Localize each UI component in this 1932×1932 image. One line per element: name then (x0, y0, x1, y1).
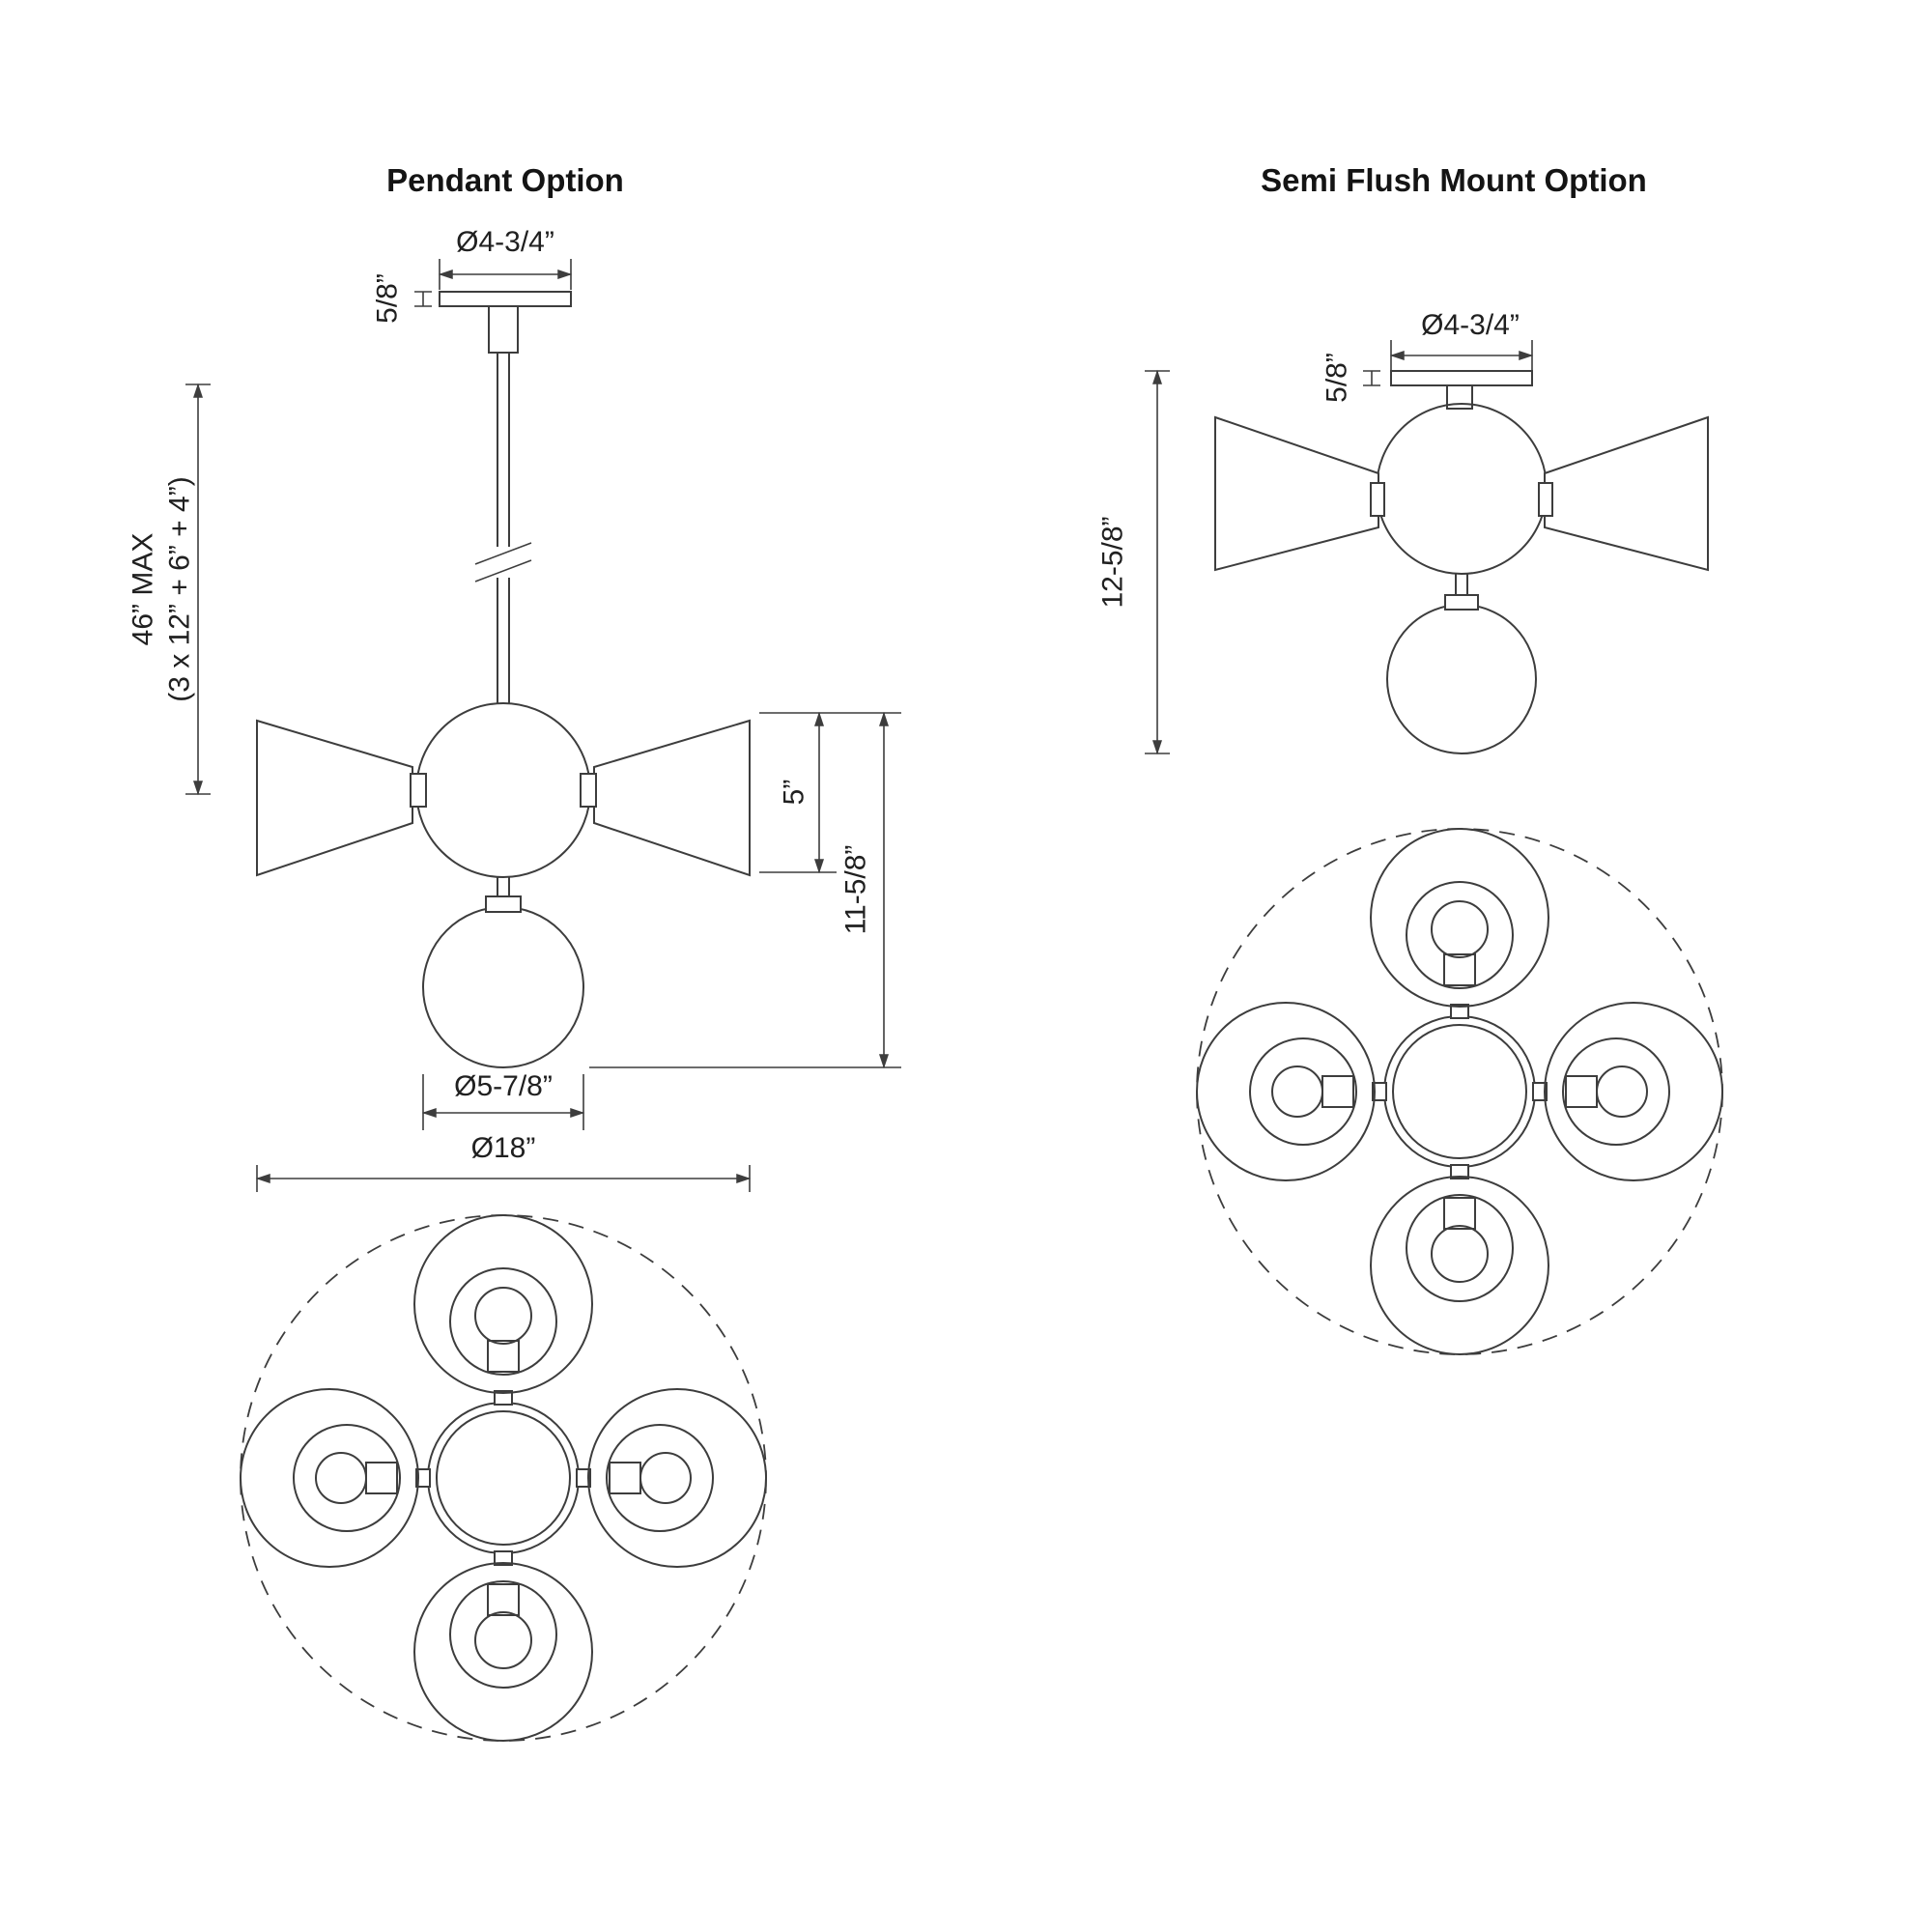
semi-flush-title: Semi Flush Mount Option (1261, 162, 1647, 198)
pendant-globe-diameter-dimension: Ø5-7/8” (421, 1070, 585, 1130)
semi-flush-canopy-diameter-label: Ø4-3/4” (1421, 309, 1520, 341)
semi-flush-canopy-stem (1446, 384, 1473, 410)
pendant-fixture-height-label: 11-5/8” (840, 845, 872, 935)
pendant-down-rod (474, 353, 532, 703)
semi-flush-canopy-thickness-dimension: 5/8” (1321, 353, 1380, 403)
pendant-left-shade (256, 719, 413, 877)
semi-flush-globe-collar (1444, 594, 1479, 611)
semi-flush-plan-view (1196, 828, 1723, 1355)
pendant-height-dimensions: 5” 11-5/8” (589, 711, 901, 1069)
semi-flush-canopy (1390, 370, 1533, 386)
pendant-bottom-globe (422, 906, 584, 1068)
semi-flush-center-sphere (1376, 403, 1548, 575)
semi-flush-canopy-diameter-dimension: Ø4-3/4” (1389, 309, 1534, 371)
semi-flush-bottom-globe (1386, 604, 1537, 754)
semi-flush-right-shade-connector (1538, 482, 1553, 517)
pendant-canopy-thickness-label: 5/8” (372, 273, 404, 324)
pendant-max-drop-dimension: 46” MAX (3 x 12” + 6” + 4”) (128, 383, 211, 796)
pendant-globe-section-height-label: 5” (779, 780, 810, 806)
pendant-right-shade-connector (580, 773, 597, 808)
semi-flush-right-shade (1544, 415, 1709, 572)
pendant-max-drop-label-line1: 46” MAX (128, 533, 159, 646)
semi-flush-diagram: Semi Flush Mount Option Ø4-3/4” 5/8” 12-… (1097, 162, 1723, 1355)
semi-flush-left-shade-connector (1370, 482, 1385, 517)
pendant-canopy-thickness-dimension: 5/8” (372, 273, 432, 324)
pendant-right-shade (593, 719, 751, 877)
pendant-canopy (439, 291, 572, 307)
pendant-canopy-diameter-dimension: Ø4-3/4” (438, 226, 573, 290)
pendant-title: Pendant Option (386, 162, 624, 198)
pendant-diagram: Pendant Option Ø4-3/4” 5/8” 46” MAX (3 x… (128, 162, 901, 1742)
pendant-overall-diameter-label: Ø18” (471, 1132, 536, 1164)
pendant-max-drop-label-line2: (3 x 12” + 6” + 4”) (164, 476, 196, 701)
pendant-canopy-diameter-label: Ø4-3/4” (456, 226, 554, 258)
pendant-globe-diameter-label: Ø5-7/8” (454, 1070, 553, 1102)
rod-break-symbol (474, 542, 532, 582)
pendant-plan-view (240, 1214, 767, 1742)
pendant-globe-collar (485, 895, 522, 913)
semi-flush-height-label: 12-5/8” (1097, 516, 1129, 608)
pendant-left-shade-connector (410, 773, 427, 808)
pendant-center-sphere (415, 702, 591, 878)
semi-flush-canopy-thickness-label: 5/8” (1321, 353, 1353, 403)
semi-flush-height-dimension: 12-5/8” (1097, 369, 1170, 755)
semi-flush-left-shade (1214, 415, 1379, 572)
pendant-overall-diameter-dimension: Ø18” (255, 1132, 752, 1192)
pendant-canopy-stem (488, 305, 519, 354)
